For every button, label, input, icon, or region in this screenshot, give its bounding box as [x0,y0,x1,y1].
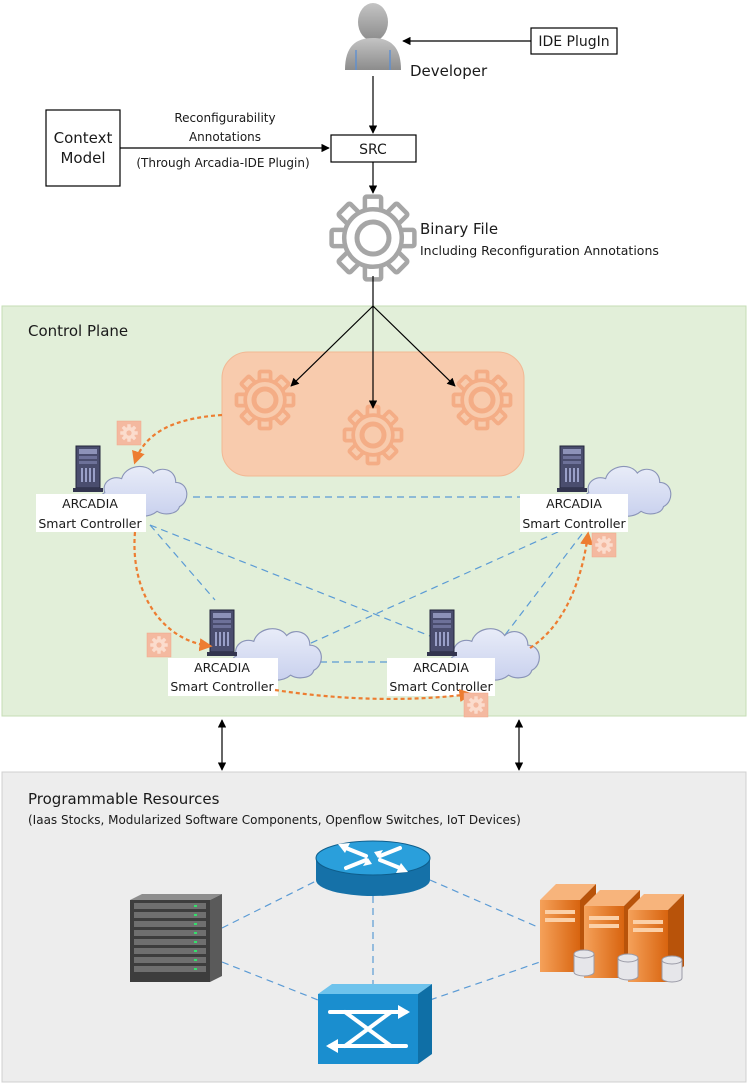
pool-gear-center-icon [342,404,404,466]
annotations-label-3: (Through Arcadia-IDE Plugin) [136,156,309,170]
binary-file-subtitle: Including Reconfiguration Annotations [420,243,659,258]
resources-subtitle: (Iaas Stocks, Modularized Software Compo… [28,813,521,827]
resources-title: Programmable Resources [28,790,220,808]
controller-bottom-left: ARCADIA Smart Controller [168,609,322,696]
server-tower-icon [72,445,104,493]
controller-label-2: Smart Controller [522,516,626,531]
controller-top-right: ARCADIA Smart Controller [520,445,672,532]
server-tower-icon [426,609,458,657]
pool-gear-right-icon [451,369,513,431]
src-label: SRC [359,142,387,158]
controller-label-2: Smart Controller [170,679,274,694]
controller-label-2: Smart Controller [389,679,493,694]
controller-label-1: ARCADIA [413,660,469,675]
controller-mesh [149,496,586,663]
controller-label-1: ARCADIA [194,660,250,675]
config-badge-icon [592,533,616,557]
pool-gear-left-icon [234,369,296,431]
developer-label: Developer [410,62,488,80]
controller-label-1: ARCADIA [62,496,118,511]
switch-icon [318,984,432,1064]
router-icon [315,840,431,896]
ide-plugin-box [530,27,618,55]
ide-plugin-label: IDE PlugIn [538,34,609,50]
server-rack-icon [130,894,222,982]
context-model-label-1: Context [54,129,113,147]
server-tower-icon [556,445,588,493]
control-plane-title: Control Plane [28,322,128,340]
config-badge-icon [117,421,141,445]
annotations-label-1: Reconfigurability [174,111,275,125]
config-badge-icon [464,693,488,717]
controller-label-2: Smart Controller [38,516,142,531]
gear-icon [332,197,415,280]
annotations-label-2: Annotations [189,130,261,144]
user-icon [345,3,401,70]
controller-top-left: ARCADIA Smart Controller [36,445,188,532]
server-tower-icon [206,609,238,657]
binary-to-right-gear-arrow [372,305,456,387]
reconfiguration-flow [132,413,594,702]
context-model-box [45,109,121,187]
resource-mesh [221,879,541,1001]
context-model-label-2: Model [60,149,105,167]
config-badge-icon [147,633,171,657]
server-cluster-icon [540,884,684,983]
binary-file-title: Binary File [420,220,498,238]
binary-to-left-gear-arrow [290,305,374,387]
controller-label-1: ARCADIA [546,496,602,511]
